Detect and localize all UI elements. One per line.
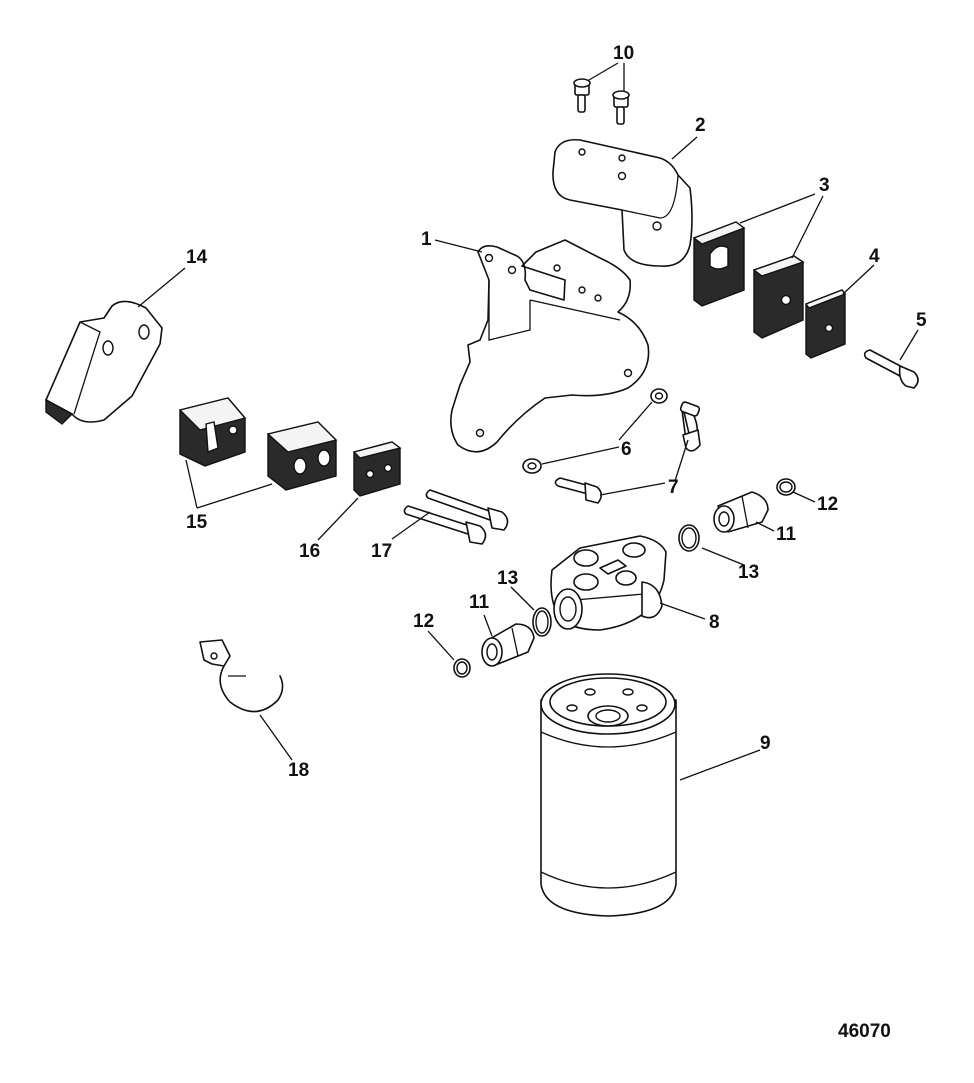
leader-6b [541, 446, 620, 465]
leader-11a [755, 521, 775, 532]
leader-1 [434, 239, 483, 253]
bolt-10b [612, 90, 630, 125]
callout-8: 8 [709, 612, 720, 633]
callout-18: 18 [288, 760, 309, 781]
part-14-bracket [45, 300, 163, 425]
bolt-7a [679, 401, 701, 452]
leader-5 [899, 329, 919, 361]
part-11-fitting-left [481, 623, 535, 667]
callout-4: 4 [869, 246, 880, 267]
leader-16 [317, 497, 359, 541]
callout-2: 2 [695, 115, 706, 136]
callout-9: 9 [760, 733, 771, 754]
bolt-7b [554, 477, 603, 504]
leader-7a [674, 439, 689, 482]
part-2-bracket [552, 138, 693, 267]
part-6-washers [522, 388, 668, 474]
leader-4 [842, 264, 875, 295]
part-17-bolts [403, 489, 509, 545]
callout-labels: 10 2 3 4 5 1 14 6 7 12 11 13 8 13 11 12 … [186, 43, 927, 781]
leader-14 [137, 267, 186, 308]
leader-15b [196, 483, 273, 509]
callout-3: 3 [819, 175, 830, 196]
figure-number: 46070 [838, 1021, 891, 1042]
callout-12-left: 12 [413, 611, 434, 632]
callout-12-right: 12 [817, 494, 838, 515]
leader-12a [792, 491, 816, 503]
isolator-3a [692, 221, 746, 307]
leader-18 [259, 714, 293, 761]
part-7-bolts [554, 401, 701, 504]
leader-3a [739, 193, 816, 224]
callout-11-left: 11 [469, 592, 490, 613]
part-5-bolt [863, 349, 919, 389]
isolator-15b [266, 421, 338, 491]
isolator-3b [752, 255, 805, 339]
part-3-isolators [692, 221, 805, 339]
leader-7b [599, 482, 666, 496]
leader-2 [671, 136, 698, 160]
part-12-oring-left [453, 658, 471, 678]
leader-6a [618, 401, 653, 441]
leader-15a [185, 459, 198, 509]
bolt-17b [403, 505, 487, 545]
bolt-10a [573, 78, 591, 113]
part-1-bracket [450, 239, 650, 453]
leader-17 [391, 511, 431, 540]
leader-13a [701, 547, 745, 566]
callout-5: 5 [916, 310, 927, 331]
callout-11-right: 11 [776, 524, 797, 545]
leader-12b [427, 630, 455, 661]
leader-lines [137, 62, 919, 781]
part-16-plate [352, 441, 402, 497]
callout-15: 15 [186, 512, 208, 533]
callout-16: 16 [299, 541, 320, 562]
part-10-bolts [573, 78, 630, 125]
isolator-15a [178, 397, 247, 467]
part-11-fitting-right [713, 491, 769, 533]
callout-7: 7 [668, 477, 679, 498]
callout-13-left: 13 [497, 568, 518, 589]
bolt-17a [425, 489, 509, 531]
part-13-oring-right [678, 524, 700, 552]
part-18-clamp [199, 639, 284, 713]
leader-13b [510, 586, 535, 611]
leader-10a [588, 62, 619, 81]
callout-10: 10 [613, 43, 634, 64]
leader-8 [659, 602, 706, 620]
part-4-plate [804, 289, 847, 359]
leader-9 [679, 749, 761, 781]
part-13-oring-left [532, 607, 552, 637]
part-8-filter-head [550, 535, 667, 631]
part-15-isolators [178, 397, 338, 491]
callout-6: 6 [621, 439, 632, 460]
callout-17: 17 [371, 541, 392, 562]
leader-11b [483, 614, 493, 637]
callout-14: 14 [186, 247, 208, 268]
part-12-oring-right [776, 478, 796, 496]
part-9-filter [540, 673, 677, 917]
callout-13-right: 13 [738, 562, 759, 583]
leader-3b [791, 195, 824, 259]
callout-1: 1 [421, 229, 432, 250]
